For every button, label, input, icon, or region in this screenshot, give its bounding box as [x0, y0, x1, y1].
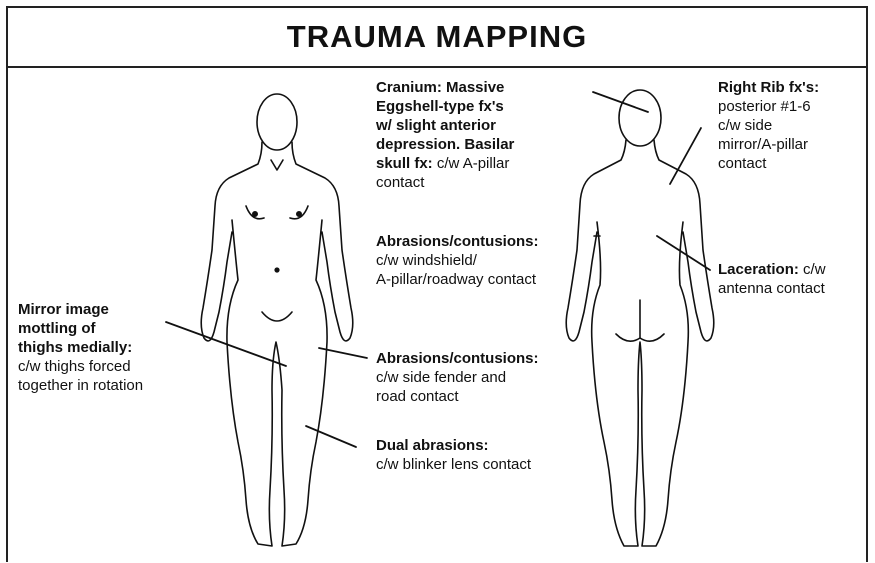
- abrasions-upper-line-2: c/w windshield/: [376, 251, 539, 270]
- right-rib-annotation: Right Rib fx's: posterior #1-6 c/w side …: [718, 78, 819, 173]
- dual-abrasions-annotation: Dual abrasions: c/w blinker lens contact: [376, 436, 531, 474]
- cranium-line-5-bold: skull fx:: [376, 155, 433, 172]
- mirror-image-line-2: mottling of: [18, 319, 143, 338]
- dual-abrasions-heading: Dual abrasions:: [376, 436, 531, 455]
- right-rib-line-5: contact: [718, 154, 819, 173]
- laceration-annotation: Laceration: c/w antenna contact: [718, 260, 826, 298]
- cranium-line-2: Eggshell-type fx's: [376, 97, 514, 116]
- right-rib-line-3: c/w side: [718, 116, 819, 135]
- mirror-image-annotation: Mirror image mottling of thighs medially…: [18, 300, 143, 395]
- front-body-figure: [201, 94, 353, 546]
- laceration-line-1: Laceration: c/w: [718, 260, 826, 279]
- abrasions-lower-annotation: Abrasions/contusions: c/w side fender an…: [376, 349, 539, 406]
- cranium-line-5: skull fx: c/w A-pillar: [376, 154, 514, 173]
- laceration-heading: Laceration:: [718, 261, 799, 278]
- cranium-line-6: contact: [376, 173, 514, 192]
- mirror-image-line-5: together in rotation: [18, 376, 143, 395]
- dual-abrasions-line-2: c/w blinker lens contact: [376, 455, 531, 474]
- abrasions-lower-line-3: road contact: [376, 387, 539, 406]
- cranium-line-4: depression. Basilar: [376, 135, 514, 154]
- cranium-line-1: Cranium: Massive: [376, 78, 514, 97]
- abrasions-upper-annotation: Abrasions/contusions: c/w windshield/ A-…: [376, 232, 539, 289]
- back-body-figure: [566, 90, 714, 546]
- mirror-image-line-4: c/w thighs forced: [18, 357, 143, 376]
- right-rib-heading: Right Rib fx's:: [718, 78, 819, 97]
- cranium-line-5-rest: c/w A-pillar: [437, 155, 510, 172]
- laceration-line-1-rest: c/w: [803, 261, 826, 278]
- abrasions-lower-heading: Abrasions/contusions:: [376, 349, 539, 368]
- laceration-line-2: antenna contact: [718, 279, 826, 298]
- abrasions-upper-heading: Abrasions/contusions:: [376, 232, 539, 251]
- cranium-line-3: w/ slight anterior: [376, 116, 514, 135]
- abrasions-upper-line-3: A-pillar/roadway contact: [376, 270, 539, 289]
- mirror-image-line-3: thighs medially:: [18, 338, 143, 357]
- right-rib-line-4: mirror/A-pillar: [718, 135, 819, 154]
- abrasions-lower-line-2: c/w side fender and: [376, 368, 539, 387]
- right-rib-line-2: posterior #1-6: [718, 97, 819, 116]
- mirror-image-line-1: Mirror image: [18, 300, 143, 319]
- cranium-annotation: Cranium: Massive Eggshell-type fx's w/ s…: [376, 78, 514, 192]
